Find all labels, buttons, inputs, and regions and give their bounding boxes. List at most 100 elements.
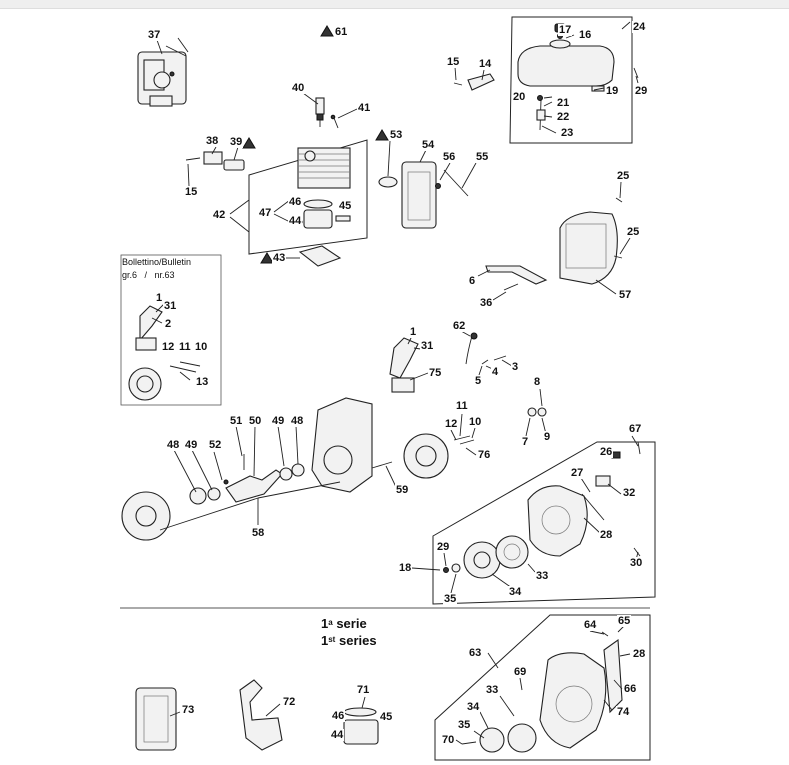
bulletin-parts-drawing — [128, 305, 201, 401]
callout-73: 73 — [181, 704, 196, 716]
callout-44-first: 44 — [330, 729, 345, 741]
callout-72: 72 — [282, 696, 297, 708]
callout-28-first: 28 — [632, 648, 647, 660]
crankcase-drawing — [311, 397, 393, 493]
triangle-icon — [260, 252, 274, 264]
callout-37: 37 — [147, 29, 162, 41]
callout-31: 31 — [420, 340, 435, 352]
callout-46: 46 — [288, 196, 303, 208]
callout-49-right: 49 — [271, 415, 286, 427]
callout-24: 24 — [632, 21, 647, 33]
first-series-english: 1st series — [321, 632, 377, 649]
series-it-number: 1 — [321, 616, 329, 631]
callout-1-bulletin: 1 — [155, 292, 164, 304]
callout-41: 41 — [357, 102, 372, 114]
callout-46-first: 46 — [331, 710, 346, 722]
tank-bracket-drawing — [453, 67, 639, 91]
flywheel-drawing — [403, 433, 475, 479]
callout-74: 74 — [616, 706, 631, 718]
callout-17: 17 — [558, 24, 573, 36]
piston-drawing — [297, 199, 351, 229]
first-series-starter-frame — [434, 614, 651, 761]
callout-40: 40 — [291, 82, 306, 94]
callout-53: 53 — [389, 129, 404, 141]
callout-32: 32 — [622, 487, 637, 499]
bulletin-reference: gr.6 / nr.63 — [122, 270, 175, 280]
callout-33-first: 33 — [485, 684, 500, 696]
tank-group-frame — [509, 16, 633, 144]
callout-27: 27 — [570, 467, 585, 479]
base-gasket-drawing — [298, 245, 342, 267]
callout-10: 10 — [468, 416, 483, 428]
callout-13: 13 — [195, 376, 210, 388]
callout-48-right: 48 — [290, 415, 305, 427]
callout-29: 29 — [436, 541, 451, 553]
bulletin-frame — [120, 254, 222, 406]
callout-36: 36 — [479, 297, 494, 309]
callout-57: 57 — [618, 289, 633, 301]
series-en-superscript: st — [328, 635, 336, 644]
callout-35: 35 — [443, 593, 458, 605]
callout-34-first: 34 — [466, 701, 481, 713]
callout-76: 76 — [477, 449, 492, 461]
callout-49-left: 49 — [184, 439, 199, 451]
carburetor-drawing — [137, 37, 189, 107]
callout-5: 5 — [474, 375, 483, 387]
triangle-markers — [242, 25, 389, 264]
callout-48-left: 48 — [166, 439, 181, 451]
triangle-icon — [242, 137, 256, 149]
starter-group-frame — [432, 441, 656, 605]
callout-75: 75 — [428, 367, 443, 379]
callout-9: 9 — [543, 431, 552, 443]
callout-16: 16 — [578, 29, 593, 41]
callout-35-first: 35 — [457, 719, 472, 731]
callout-25-a: 25 — [616, 170, 631, 182]
callout-10-bulletin: 10 — [194, 341, 209, 353]
callout-19: 19 — [605, 85, 620, 97]
callout-6: 6 — [468, 275, 477, 287]
callout-2: 2 — [164, 318, 173, 330]
fuel-tank-drawing — [517, 23, 615, 131]
callout-70: 70 — [441, 734, 456, 746]
spark-plug-drawing — [315, 97, 339, 129]
series-it-word: serie — [336, 616, 367, 631]
callout-12: 12 — [444, 418, 459, 430]
callout-34: 34 — [508, 586, 523, 598]
callout-11-bulletin: 11 — [178, 341, 192, 353]
callout-65: 65 — [617, 615, 632, 627]
callout-42: 42 — [212, 209, 227, 221]
triangle-icon — [375, 129, 389, 141]
callout-55: 55 — [475, 151, 490, 163]
callout-45-first: 45 — [379, 711, 394, 723]
callout-62: 62 — [452, 320, 467, 332]
callout-69: 69 — [513, 666, 528, 678]
callout-14: 14 — [478, 58, 493, 70]
callout-7: 7 — [521, 436, 530, 448]
callout-11: 11 — [455, 400, 469, 412]
callout-51: 51 — [229, 415, 244, 427]
top-bar — [0, 0, 789, 9]
ignition-coil-drawing — [389, 332, 507, 393]
callout-64: 64 — [583, 619, 598, 631]
callout-15-mid: 15 — [184, 186, 199, 198]
callout-39: 39 — [229, 136, 244, 148]
callout-28: 28 — [599, 529, 614, 541]
callout-71: 71 — [356, 684, 371, 696]
callout-58: 58 — [251, 527, 266, 539]
callout-54: 54 — [421, 139, 436, 151]
callout-15-top: 15 — [446, 56, 461, 68]
triangle-icon — [320, 25, 334, 37]
callout-61: 61 — [334, 26, 349, 38]
callout-21: 21 — [556, 97, 571, 109]
callout-47: 47 — [258, 207, 273, 219]
callout-29-top: 29 — [634, 85, 649, 97]
callout-66: 66 — [623, 683, 638, 695]
engine-shroud-drawing — [485, 197, 623, 291]
callout-43: 43 — [272, 252, 287, 264]
leader-lines — [151, 21, 639, 745]
callout-33: 33 — [535, 570, 550, 582]
callout-31-bulletin: 31 — [163, 300, 178, 312]
cylinder-drawing — [297, 147, 351, 189]
crankshaft-drawing — [121, 454, 305, 541]
recoil-starter-drawing — [443, 441, 641, 579]
